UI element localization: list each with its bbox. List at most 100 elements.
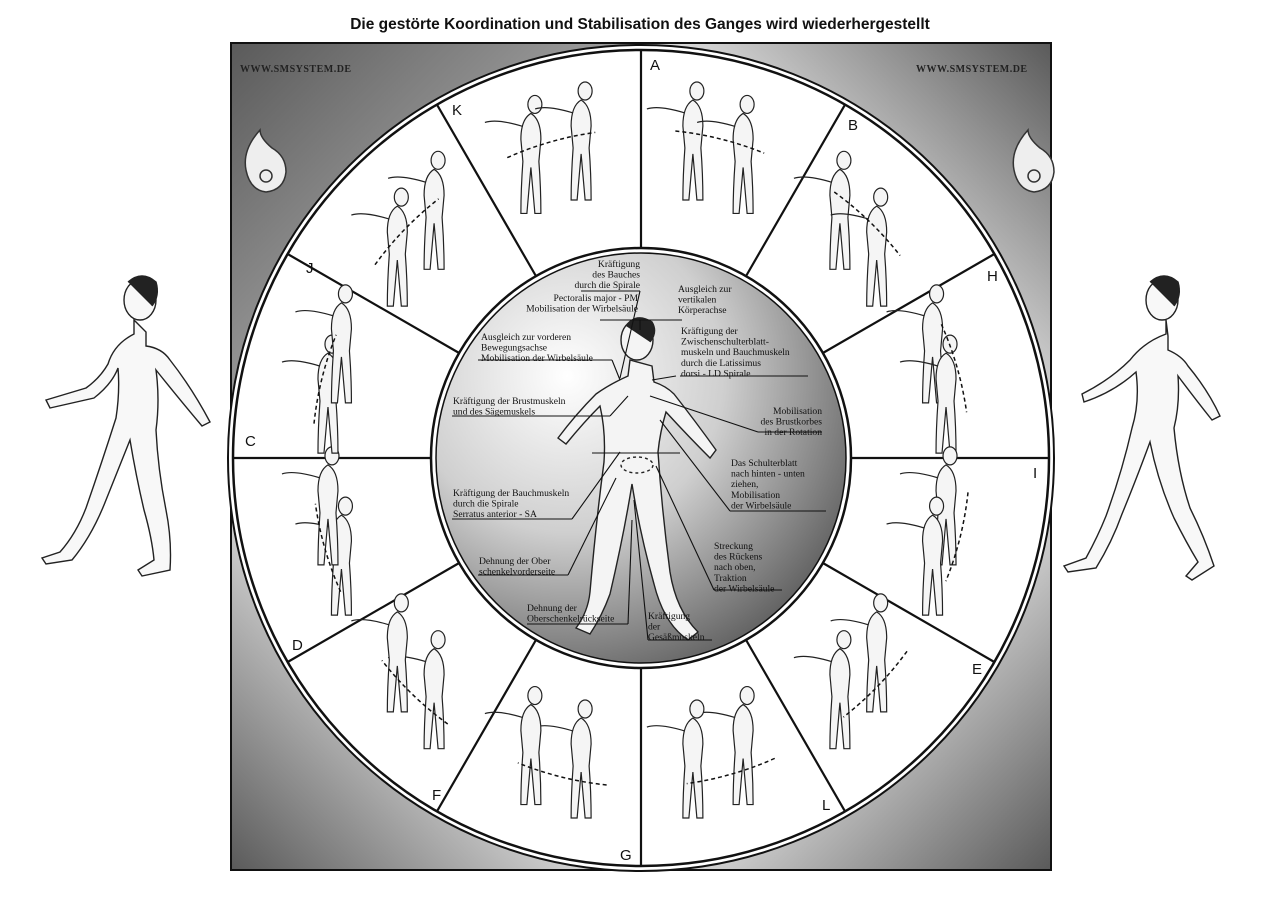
leader-line bbox=[659, 419, 731, 512]
label-oberschenkel-rueck: Oberschenkelrückseite bbox=[527, 614, 614, 625]
exercise-person bbox=[534, 81, 593, 201]
center-figure bbox=[557, 317, 717, 641]
label-brustkorb: des Brustkorbes bbox=[760, 417, 822, 428]
leader-line bbox=[619, 290, 641, 379]
motion-arrow bbox=[381, 659, 449, 725]
exercise-person bbox=[387, 150, 446, 270]
label-oberschenkel-rueck: Dehnung der bbox=[527, 603, 578, 614]
segment-letter-b: B bbox=[848, 117, 858, 134]
motion-arrow bbox=[517, 762, 607, 786]
label-rueckens: des Rückens bbox=[714, 552, 762, 563]
label-rueckens: Streckung bbox=[714, 541, 753, 552]
label-schulterblatt: Mobilisation bbox=[731, 490, 780, 501]
segment-letter-f: F bbox=[432, 787, 441, 804]
exercise-person bbox=[534, 699, 593, 819]
divider-line bbox=[287, 253, 460, 354]
leader-line bbox=[609, 395, 629, 417]
divider-line bbox=[745, 639, 846, 812]
logo-right-icon bbox=[1012, 128, 1055, 193]
label-vertikal: vertikalen bbox=[678, 295, 717, 306]
segment-letter-c: C bbox=[245, 433, 256, 450]
label-brustmuskeln: Kräftigung der Brustmuskeln bbox=[453, 396, 566, 407]
divider-line bbox=[822, 253, 995, 354]
exercise-person bbox=[793, 150, 852, 270]
label-vordere-achse: Bewegungsachse bbox=[481, 343, 547, 354]
label-bauch-spirale: Kräftigung bbox=[598, 259, 640, 270]
label-bauchmuskeln: Kräftigung der Bauchmuskeln bbox=[453, 488, 569, 499]
exercise-figures bbox=[281, 81, 969, 819]
leader-line bbox=[633, 499, 649, 641]
motion-arrow bbox=[314, 503, 342, 593]
label-schulterblatt: nach hinten - unten bbox=[731, 469, 805, 480]
label-zwischenschulter: Kräftigung der bbox=[681, 326, 739, 337]
segment-letter-j: J bbox=[306, 260, 314, 277]
motion-arrow bbox=[842, 650, 908, 718]
label-ober-vorderseite: schenkelvorderseite bbox=[479, 567, 555, 578]
label-pectoralis: Mobilisation der Wirbelsäule bbox=[526, 304, 638, 315]
leader-line bbox=[627, 519, 633, 625]
leader-lines bbox=[452, 290, 826, 641]
label-zwischenschulter: dorsi - LD Spirale bbox=[681, 368, 751, 379]
label-vertikal: Ausgleich zur bbox=[678, 284, 732, 295]
website-right: WWW.SMSYSTEM.DE bbox=[916, 64, 1028, 75]
label-schulterblatt: der Wirbelsäule bbox=[731, 500, 791, 511]
segment-dividers bbox=[233, 50, 1049, 866]
label-bauchmuskeln: durch die Spirale bbox=[453, 499, 519, 510]
leader-line bbox=[611, 359, 621, 381]
label-zwischenschulter: Zwischenschulterblatt- bbox=[681, 337, 769, 348]
leader-line bbox=[649, 395, 759, 433]
label-schulterblatt: Das Schulterblatt bbox=[731, 458, 798, 469]
leader-line bbox=[651, 375, 677, 381]
label-rueckens: der Wirbelsäule bbox=[714, 583, 774, 594]
label-brustmuskeln: und des Sägemuskels bbox=[453, 407, 535, 418]
motion-arrow bbox=[675, 130, 765, 154]
label-bauchmuskeln: Serratus anterior - SA bbox=[453, 509, 537, 520]
label-vertikal: Körperachse bbox=[678, 305, 726, 316]
exercise-person bbox=[793, 630, 852, 750]
label-ober-vorderseite: Dehnung der Ober bbox=[479, 556, 551, 567]
logo-left-icon bbox=[244, 128, 287, 193]
label-vordere-achse: Mobilisation der Wirbelsäule bbox=[481, 353, 593, 364]
divider-line bbox=[822, 562, 995, 663]
label-pectoralis: Pectoralis major - PM bbox=[554, 293, 639, 304]
exercise-person bbox=[830, 593, 889, 713]
exercise-person bbox=[646, 81, 705, 201]
exercise-person bbox=[295, 284, 354, 404]
label-gesaess: Kräftigung bbox=[648, 611, 690, 622]
page-title: Die gestörte Koordination und Stabilisat… bbox=[350, 16, 930, 33]
motion-arrow bbox=[833, 191, 901, 257]
exercise-person bbox=[484, 94, 543, 215]
divider-line bbox=[745, 104, 846, 277]
label-vordere-achse: Ausgleich zur vorderen bbox=[481, 332, 571, 343]
label-bauch-spirale: des Bauches bbox=[592, 270, 640, 281]
walking-figure-left bbox=[40, 275, 211, 577]
segment-letter-a: A bbox=[650, 57, 660, 74]
label-brustkorb: in der Rotation bbox=[764, 427, 822, 438]
label-bauch-spirale: durch die Spirale bbox=[574, 280, 640, 291]
exercise-person bbox=[484, 685, 543, 806]
divider-line bbox=[436, 639, 537, 812]
leader-line bbox=[571, 451, 621, 520]
segment-letter-l: L bbox=[822, 797, 830, 814]
segment-letter-h: H bbox=[987, 268, 998, 285]
label-gesaess: der bbox=[648, 622, 661, 633]
segment-letter-e: E bbox=[972, 661, 982, 678]
label-schulterblatt: ziehen, bbox=[731, 479, 758, 490]
exercise-person bbox=[830, 187, 889, 307]
exercise-person bbox=[886, 496, 945, 616]
website-left: WWW.SMSYSTEM.DE bbox=[240, 64, 352, 75]
label-zwischenschulter: durch die Latissimus bbox=[681, 358, 761, 369]
motion-arrow bbox=[313, 334, 337, 424]
motion-arrow bbox=[686, 757, 776, 785]
motion-arrow bbox=[506, 131, 596, 159]
motion-arrow bbox=[374, 198, 440, 266]
exercise-person bbox=[351, 593, 409, 713]
exercise-person bbox=[646, 699, 705, 819]
motion-arrow bbox=[940, 323, 968, 413]
segment-letter-i: I bbox=[1033, 465, 1037, 482]
leader-line bbox=[567, 477, 617, 576]
label-rueckens: Traktion bbox=[714, 573, 747, 584]
